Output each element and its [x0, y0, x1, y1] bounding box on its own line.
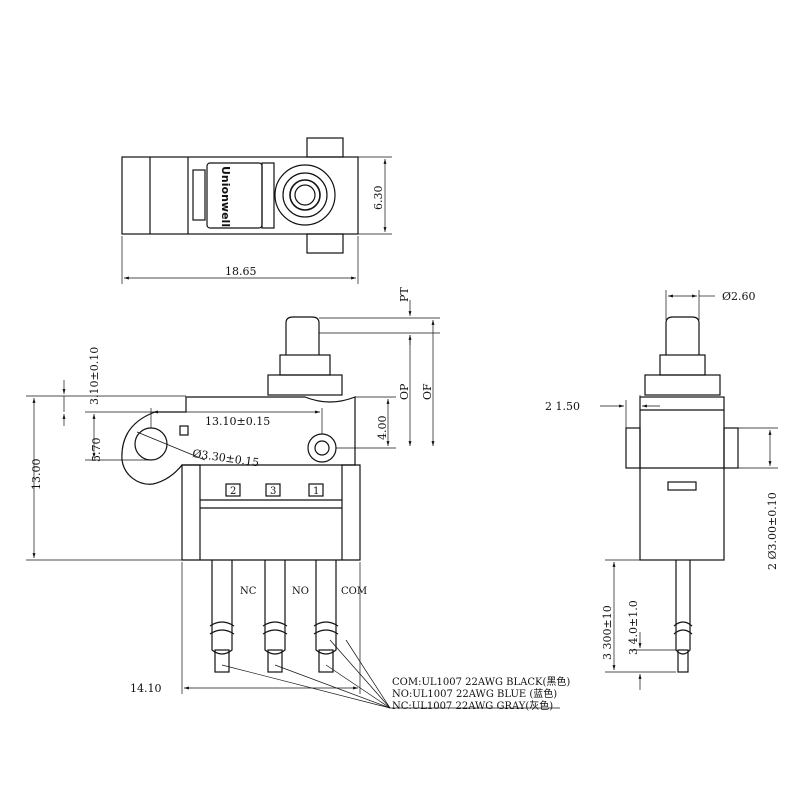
dim-boss-dia: 2 Ø3.00±0.10	[766, 492, 779, 570]
front-plunger	[285, 316, 320, 355]
side-plunger	[665, 316, 700, 355]
dim-of: OF	[421, 383, 434, 400]
dim-width-top: 18.65	[225, 265, 257, 278]
front-view	[26, 300, 560, 709]
wire-note-com: COM:UL1007 22AWG BLACK(黑色)	[392, 675, 570, 688]
dim-1-50: 2 1.50	[545, 400, 580, 413]
top-label-plate	[206, 162, 263, 229]
dim-height-top: 6.30	[372, 186, 385, 211]
wire-label-com: COM	[341, 586, 367, 597]
front-housing	[121, 396, 356, 485]
wire-label-no: NO	[292, 586, 309, 597]
dim-plunger-dia: Ø2.60	[722, 290, 756, 303]
dim-hole-dia: Ø3.30±0.15	[192, 447, 260, 469]
wire-label-nc: NC	[240, 586, 257, 597]
top-actuator-outer	[274, 164, 336, 226]
brand-logo: Unionwell	[219, 166, 232, 227]
terminal-2: 2	[230, 486, 236, 497]
dim-5-70: 5.70	[90, 438, 103, 463]
dim-strip-length: 3 4.0±1.0	[627, 600, 640, 655]
dim-4-00: 4.00	[376, 416, 389, 441]
side-housing	[639, 396, 725, 561]
dim-pt: PT	[398, 287, 411, 302]
dim-wire-length: 3 300±10	[601, 605, 614, 660]
top-body	[121, 156, 359, 235]
terminal-3: 3	[270, 486, 276, 497]
dim-3-10: 3.10±0.10	[88, 347, 101, 405]
wire-note-nc: NC:UL1007 22AWG GRAY(灰色)	[392, 699, 553, 712]
top-view	[121, 137, 392, 284]
dim-14-10: 14.10	[130, 682, 162, 695]
dim-op: OP	[398, 383, 411, 400]
wires	[209, 560, 339, 673]
wire-notes: COM:UL1007 22AWG BLACK(黑色) NO:UL1007 22A…	[392, 675, 570, 712]
dim-13-10: 13.10±0.15	[205, 415, 270, 428]
dim-13: 13.00	[30, 459, 43, 491]
wire-note-no: NO:UL1007 22AWG BLUE (蓝色)	[392, 687, 557, 700]
side-view	[600, 290, 778, 690]
terminal-1: 1	[313, 486, 319, 497]
